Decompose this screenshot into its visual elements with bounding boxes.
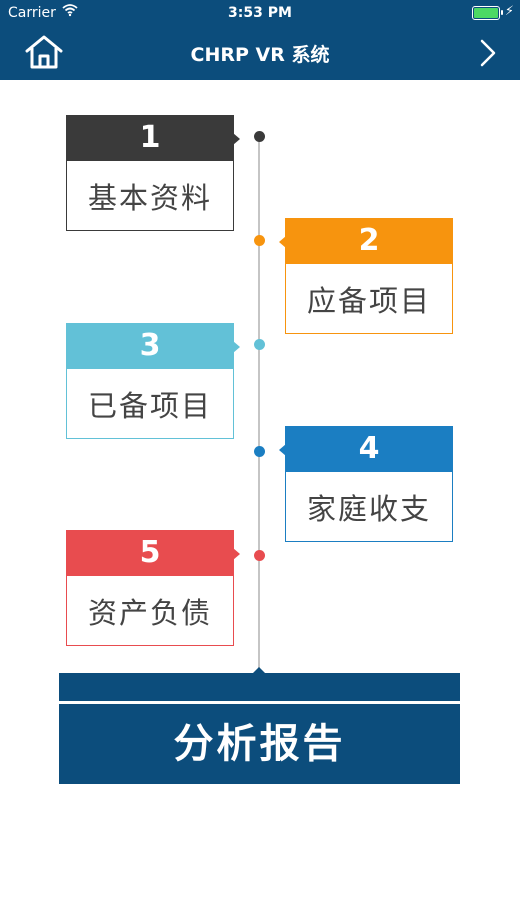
analysis-report-button[interactable]: 分析报告 bbox=[59, 704, 460, 784]
home-icon bbox=[25, 35, 63, 69]
step-number: 5 bbox=[66, 530, 234, 576]
step-label: 资产负债 bbox=[87, 596, 212, 630]
step-number: 4 bbox=[285, 426, 453, 472]
timeline-line bbox=[258, 136, 260, 672]
step-card-household-budget[interactable]: 4 家庭收支 bbox=[279, 426, 453, 542]
step-label: 基本资料 bbox=[87, 181, 212, 215]
status-time: 3:53 PM bbox=[228, 5, 292, 21]
carrier-label: Carrier bbox=[8, 5, 56, 21]
charging-icon: ⚡ bbox=[504, 4, 514, 19]
step-card-assets-liabilities[interactable]: 5 资产负债 bbox=[66, 530, 240, 646]
wifi-icon bbox=[62, 3, 78, 21]
page-title: CHRP VR 系统 bbox=[190, 44, 330, 66]
step-label: 家庭收支 bbox=[306, 492, 431, 526]
nav-bar: Carrier 3:53 PM ⚡ CHRP VR 系统 bbox=[0, 0, 520, 80]
report-header-bar bbox=[59, 667, 460, 701]
status-bar: Carrier 3:53 PM ⚡ bbox=[0, 0, 520, 26]
timeline-dot-4 bbox=[254, 446, 265, 457]
step-card-prepared-items[interactable]: 3 已备项目 bbox=[66, 323, 240, 439]
home-button[interactable] bbox=[24, 34, 64, 70]
timeline-dot-5 bbox=[254, 550, 265, 561]
step-number: 1 bbox=[66, 115, 234, 161]
timeline-dot-1 bbox=[254, 131, 265, 142]
pointer-arrow bbox=[233, 341, 240, 353]
step-label: 已备项目 bbox=[87, 389, 212, 423]
step-card-basic-info[interactable]: 1 基本资料 bbox=[66, 115, 240, 231]
pointer-arrow bbox=[233, 548, 240, 560]
pointer-arrow bbox=[233, 133, 240, 145]
timeline-dot-3 bbox=[254, 339, 265, 350]
step-card-required-items[interactable]: 2 应备项目 bbox=[279, 218, 453, 334]
next-button[interactable] bbox=[478, 38, 498, 68]
pointer-arrow bbox=[279, 236, 286, 248]
step-number: 3 bbox=[66, 323, 234, 369]
step-label: 应备项目 bbox=[306, 284, 431, 318]
chevron-right-icon bbox=[480, 39, 496, 67]
timeline-dot-2 bbox=[254, 235, 265, 246]
pointer-arrow bbox=[279, 444, 286, 456]
battery-icon bbox=[472, 6, 503, 20]
report-notch bbox=[253, 667, 265, 673]
step-number: 2 bbox=[285, 218, 453, 264]
